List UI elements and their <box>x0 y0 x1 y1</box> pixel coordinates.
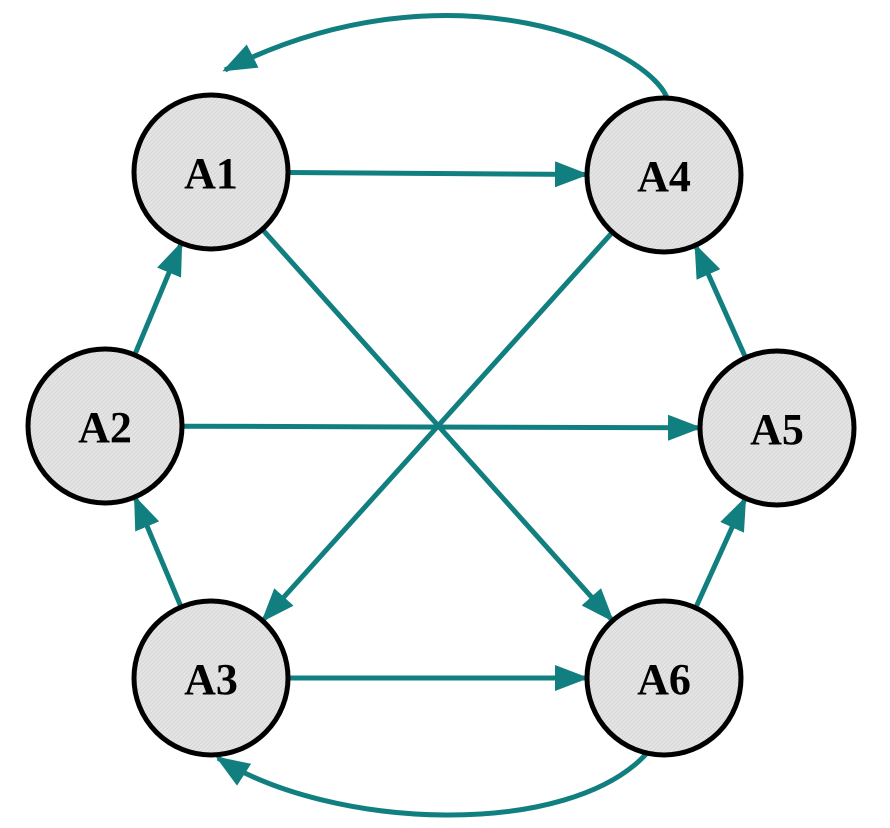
node-label: A3 <box>184 655 238 704</box>
edge-a3-to-a2 <box>132 495 184 608</box>
node-a2: A2 <box>25 346 185 506</box>
edge-a2-to-a5 <box>181 414 702 441</box>
edge-a4-to-a1 <box>222 13 671 102</box>
node-circle <box>25 346 185 506</box>
edge-a2-to-a1 <box>132 241 184 356</box>
node-label: A2 <box>78 403 132 452</box>
node-circle <box>584 95 744 255</box>
node-circle <box>131 92 291 252</box>
edges-layer <box>132 13 748 818</box>
node-a4: A4 <box>584 95 744 255</box>
edge-a4-to-a3 <box>261 230 615 623</box>
node-circle <box>131 598 291 758</box>
node-circle <box>584 598 744 758</box>
node-label: A4 <box>637 152 691 201</box>
node-a5: A5 <box>697 348 857 508</box>
edge-a1-to-a4 <box>287 161 589 188</box>
node-label: A1 <box>184 149 238 198</box>
node-a3: A3 <box>131 598 291 758</box>
node-label: A5 <box>750 405 804 454</box>
edge-a5-to-a4 <box>693 243 748 359</box>
node-circle <box>697 348 857 508</box>
node-a1: A1 <box>131 92 291 252</box>
node-label: A6 <box>637 655 691 704</box>
edge-a6-to-a3 <box>215 750 650 818</box>
edge-a6-to-a5 <box>693 496 748 609</box>
node-a6: A6 <box>584 598 744 758</box>
